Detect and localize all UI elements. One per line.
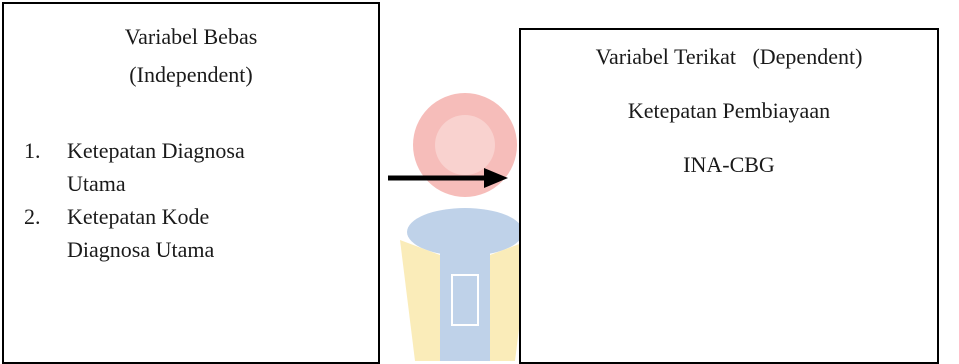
dependent-text-line1: Ketepatan Pembiayaan xyxy=(627,98,831,123)
arrow-head xyxy=(484,168,508,188)
list-item: 1. Ketepatan Diagnosa Utama xyxy=(4,134,378,200)
list-item-text-line2: Diagnosa Utama xyxy=(67,237,215,262)
list-item-text-line1: Ketepatan Kode xyxy=(67,204,210,229)
list-item-number: 2. xyxy=(24,204,41,229)
independent-variable-list: 1. Ketepatan Diagnosa Utama 2. Ketepatan… xyxy=(4,134,378,266)
list-item-text-line1: Ketepatan Diagnosa xyxy=(67,138,245,163)
dependent-text-line2: INA-CBG xyxy=(683,152,775,177)
independent-variable-box: Variabel Bebas (Independent) 1. Ketepata… xyxy=(2,2,380,364)
dependent-variable-box: Variabel Terikat (Dependent) Ketepatan P… xyxy=(519,28,939,364)
dependent-title: Variabel Terikat (Dependent) xyxy=(595,44,863,69)
list-item-text-line2: Utama xyxy=(67,171,126,196)
list-item: 2. Ketepatan Kode Diagnosa Utama xyxy=(4,200,378,266)
independent-title: Variabel Bebas (Independent) xyxy=(4,18,378,94)
relationship-arrow xyxy=(388,168,508,188)
independent-title-line1: Variabel Bebas xyxy=(124,24,258,49)
independent-title-line2: (Independent) xyxy=(129,62,253,87)
list-item-number: 1. xyxy=(24,138,41,163)
